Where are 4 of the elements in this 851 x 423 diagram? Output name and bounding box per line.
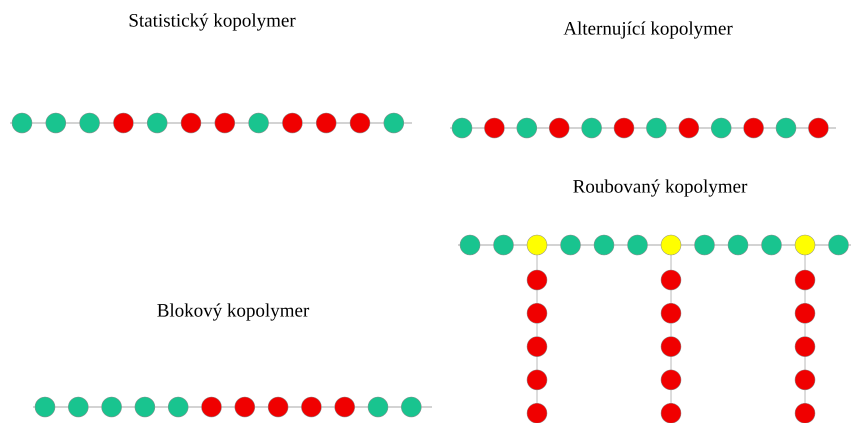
chain-title: Blokový kopolymer bbox=[157, 303, 310, 321]
chain-title: Roubovaný kopolymer bbox=[573, 179, 748, 197]
chain-title: Alternující kopolymer bbox=[564, 21, 733, 39]
chain-title: Statistický kopolymer bbox=[130, 13, 296, 31]
